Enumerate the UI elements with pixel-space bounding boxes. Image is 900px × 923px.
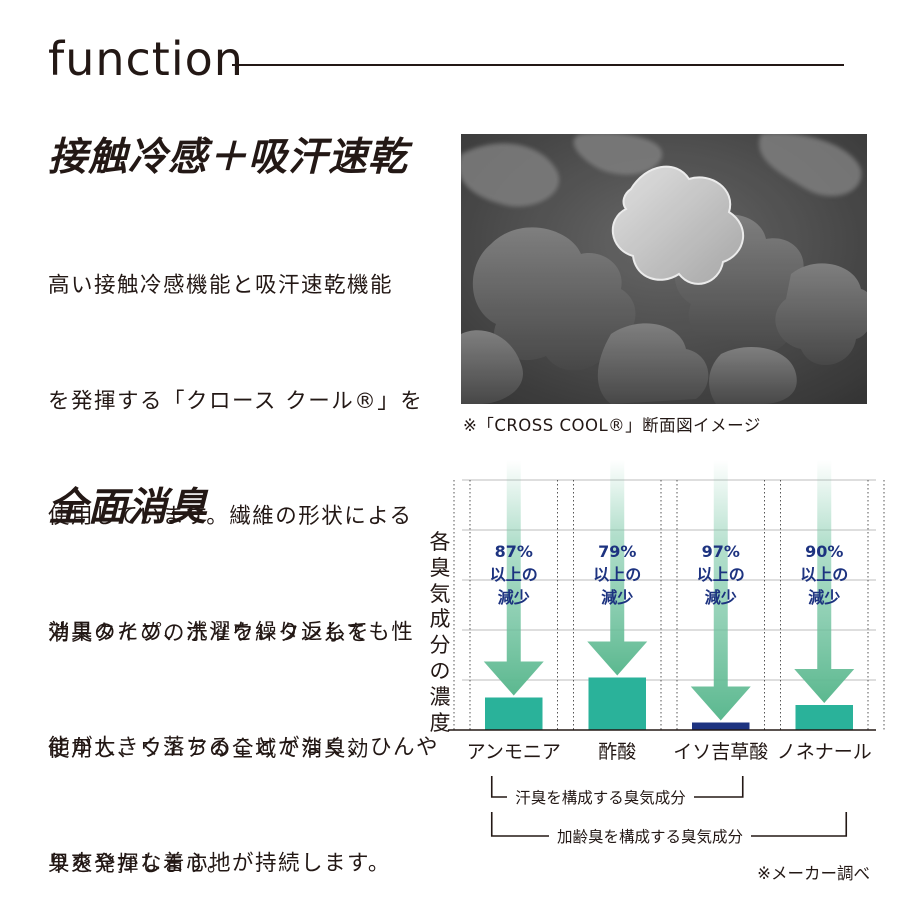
reduction-label: 97% 以上の減少 xyxy=(681,540,761,609)
y-axis-label-char: 気 xyxy=(429,581,451,606)
deodorant-description-line: 消臭タイプのポリウレタン糸を xyxy=(48,621,371,646)
reduction-label: 90% 以上の減少 xyxy=(784,540,864,609)
reduction-label-line: 90% xyxy=(805,542,844,561)
reduction-label-line: 79% xyxy=(598,542,637,561)
bar xyxy=(485,697,543,730)
y-axis-label-char: 臭 xyxy=(429,555,451,580)
cooling-description-line: 高い接触冷感機能と吸汗速乾機能 xyxy=(48,273,394,298)
bar xyxy=(692,722,750,730)
bracket-label-aging: 加齢臭を構成する臭気成分 xyxy=(549,825,752,847)
fiber-cross-section-image xyxy=(461,134,867,404)
y-axis-label-char: 各 xyxy=(429,530,451,554)
reduction-label-line: 97% xyxy=(701,542,740,561)
y-axis-label-char: 分 xyxy=(429,633,451,658)
title-divider xyxy=(232,64,844,66)
reduction-label-line: 減少 xyxy=(601,588,634,607)
reduction-label-line: 以上の xyxy=(593,565,642,584)
reduction-arrow xyxy=(794,460,855,703)
deodorant-description-line: 使用し、ウエアの全域で消臭効 xyxy=(48,736,371,762)
category-label: ノネナール xyxy=(776,741,872,763)
cooling-heading: 接触冷感＋吸汗速乾 xyxy=(48,135,409,180)
category-label: アンモニア xyxy=(466,741,561,763)
y-axis-label-char: の xyxy=(429,658,451,683)
category-label: イソ吉草酸 xyxy=(673,741,769,763)
reduction-arrow xyxy=(587,460,648,676)
reduction-label-line: 減少 xyxy=(704,588,737,607)
cooling-description-line: 能が大きく落ちることがなく、ひんや xyxy=(48,735,440,760)
bar xyxy=(795,705,853,730)
y-axis-label-char: 度 xyxy=(429,710,451,735)
reduction-arrow xyxy=(483,460,544,696)
category-label: 酢酸 xyxy=(598,741,637,763)
reduction-label: 79% 以上の減少 xyxy=(577,540,657,609)
y-axis-label-char: 濃 xyxy=(429,684,451,709)
deodorant-heading: 全面消臭 xyxy=(48,485,209,530)
reduction-label-line: 以上の xyxy=(696,565,745,584)
reduction-label-line: 減少 xyxy=(497,588,530,607)
bar xyxy=(588,677,646,730)
reduction-label: 87% 以上の減少 xyxy=(474,540,554,609)
section-title: function xyxy=(48,32,244,86)
cooling-description-line: り爽やかな着心地が持続します。 xyxy=(48,850,391,876)
cooling-description: 高い接触冷感機能と吸汗速乾機能 を発揮する「クロース クール®」を 使用していま… xyxy=(48,190,439,922)
deodorant-description-line: 果を発揮します。 xyxy=(48,852,230,877)
y-axis-label-char: 成 xyxy=(429,607,451,632)
image-caption: ※「CROSS COOL®」断面図イメージ xyxy=(463,416,761,435)
source-note: ※メーカー調べ xyxy=(757,864,870,883)
reduction-label-line: 87% xyxy=(494,542,533,561)
reduction-label-line: 減少 xyxy=(808,588,841,607)
reduction-arrow xyxy=(690,460,751,721)
reduction-label-line: 以上の xyxy=(800,565,849,584)
cooling-description-line: 効果のため、洗濯を繰り返しても性 xyxy=(48,619,415,645)
deodorant-description: 消臭タイプのポリウレタン糸を 使用し、ウエアの全域で消臭効 果を発揮します。 xyxy=(48,538,370,923)
bracket-label-sweat: 汗臭を構成する臭気成分 xyxy=(507,786,694,808)
reduction-label-line: 以上の xyxy=(489,565,538,584)
chart-y-axis-label: 各臭気成分の濃度 xyxy=(425,530,455,736)
cooling-description-line: を発揮する「クロース クール®」を xyxy=(48,388,424,414)
cooling-description-line: 使用しています。繊維の形状による xyxy=(48,504,413,529)
odor-reduction-chart xyxy=(448,460,885,837)
